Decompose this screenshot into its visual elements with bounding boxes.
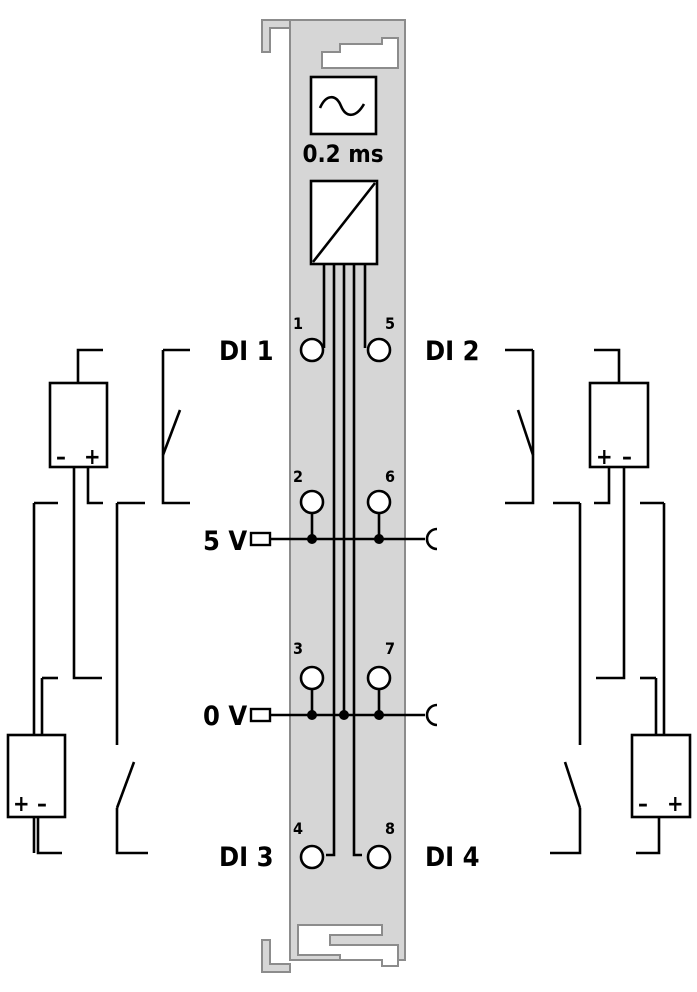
terminal-8	[366, 844, 392, 870]
sensor-di3-plus: +	[13, 792, 30, 817]
switch-di4	[550, 761, 582, 855]
filter-time-label: 0.2 ms	[302, 140, 383, 168]
connector-0v	[249, 707, 272, 723]
terminal-number-3: 3	[293, 639, 303, 658]
bottom-slot	[297, 924, 399, 967]
terminal-number-6: 6	[385, 467, 395, 486]
sensor-di1: – +	[48, 348, 109, 680]
jumper-0v	[425, 703, 438, 727]
terminal-7	[366, 665, 392, 691]
sensor-di1-minus: –	[56, 445, 66, 470]
top-latch	[261, 19, 291, 53]
label-di1: DI 1	[219, 336, 274, 367]
label-di4: DI 4	[425, 842, 480, 873]
label-di2: DI 2	[425, 336, 480, 367]
terminals: 1 5 2 6 3 7 4 8	[293, 314, 395, 870]
internal-wires	[322, 264, 367, 857]
sensor-di2-plus: +	[596, 445, 613, 470]
sine-wave-icon	[318, 95, 366, 117]
sensor-di4: – +	[630, 676, 692, 855]
bottom-latch	[261, 939, 291, 973]
switch-di3	[115, 761, 148, 855]
terminal-number-2: 2	[293, 467, 303, 486]
terminal-number-4: 4	[293, 819, 303, 838]
sensor-di2-body	[588, 381, 650, 469]
label-0v: 0 V	[203, 701, 247, 732]
isolation-diagonal	[311, 182, 377, 263]
terminal-number-7: 7	[385, 639, 395, 658]
sensor-di4-minus: –	[638, 792, 648, 817]
sensor-di2: + –	[588, 348, 650, 680]
terminal-3	[299, 665, 325, 691]
switch-di2	[505, 348, 535, 505]
rail-5v: 5 V	[203, 513, 438, 557]
terminal-number-8: 8	[385, 819, 395, 838]
sensor-di4-body	[630, 733, 692, 819]
terminal-1	[299, 337, 325, 363]
switch-di1	[161, 348, 190, 505]
terminal-number-1: 1	[293, 314, 303, 333]
terminal-2	[299, 489, 325, 515]
label-5v: 5 V	[203, 526, 247, 557]
top-slot	[321, 37, 399, 69]
connector-5v	[249, 531, 272, 547]
filter-symbol: 0.2 ms	[302, 75, 384, 168]
sensor-di2-minus: –	[622, 445, 632, 470]
sensor-di3: + –	[6, 676, 67, 855]
terminal-5	[366, 337, 392, 363]
rail-0v: 0 V	[203, 689, 438, 732]
label-di3: DI 3	[219, 842, 274, 873]
jumper-5v	[425, 527, 438, 551]
sensor-di1-plus: +	[84, 445, 101, 470]
sensor-di4-plus: +	[667, 792, 684, 817]
terminal-6	[366, 489, 392, 515]
sensor-di1-body	[48, 381, 109, 469]
sensor-di3-minus: –	[37, 792, 47, 817]
sensor-di3-body	[6, 733, 67, 819]
terminal-4	[299, 844, 325, 870]
terminal-number-5: 5	[385, 314, 395, 333]
isolation-symbol	[309, 179, 379, 266]
